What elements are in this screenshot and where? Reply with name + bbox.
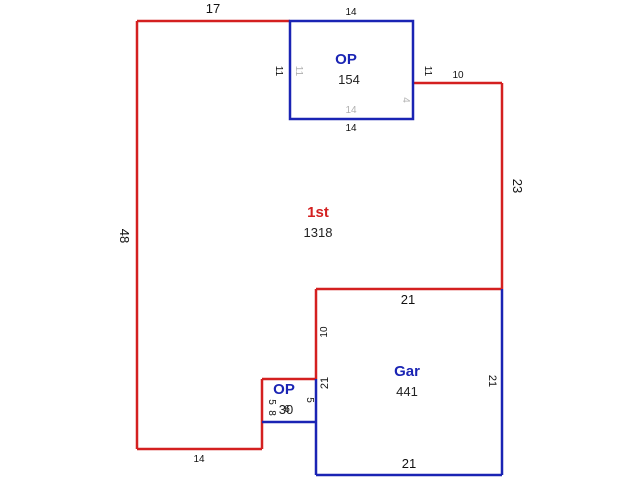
dim-first-inner-10: 10 [319,326,330,338]
op-small-area: 30 [279,402,293,417]
first-name: 1st [307,204,329,221]
first-floor-outline [135,19,504,451]
garage-area: 441 [396,384,418,399]
dim-first-step-top: 10 [452,70,464,81]
dim-first-top: 17 [206,1,220,16]
dim-gar-bottom: 21 [402,456,416,471]
dim-op-top-bottom: 14 [345,123,357,134]
dim-op-top-left: 11 [273,66,284,77]
op-top-outline [288,19,415,121]
dim-op-small-left-8: 8 [266,410,277,416]
dim-op-top-inner-left: 11 [293,66,304,77]
dim-op-small-inner-6: 6 [284,404,290,415]
op-top-area: 154 [338,72,360,87]
dim-op-top-right: 11 [422,66,433,77]
dim-op-top-inner-bottom: 14 [345,105,357,116]
garage-name: Gar [394,363,420,380]
garage-outline [314,289,504,477]
dim-first-right: 23 [510,179,525,193]
dim-op-small-left-5: 5 [266,399,277,405]
op-small-name: OP [273,381,295,398]
op-top-name: OP [335,51,357,68]
dim-op-small-right-5: 5 [304,397,315,403]
dim-first-bottom: 14 [193,454,205,465]
dim-gar-top: 21 [401,292,415,307]
dim-op-top-inner-right: 4 [400,97,411,103]
first-area: 1318 [304,225,333,240]
dim-gar-right: 21 [486,375,498,387]
dim-gar-left: 21 [319,377,331,389]
dim-op-top-top: 14 [345,7,357,18]
dim-first-left: 48 [117,229,132,243]
